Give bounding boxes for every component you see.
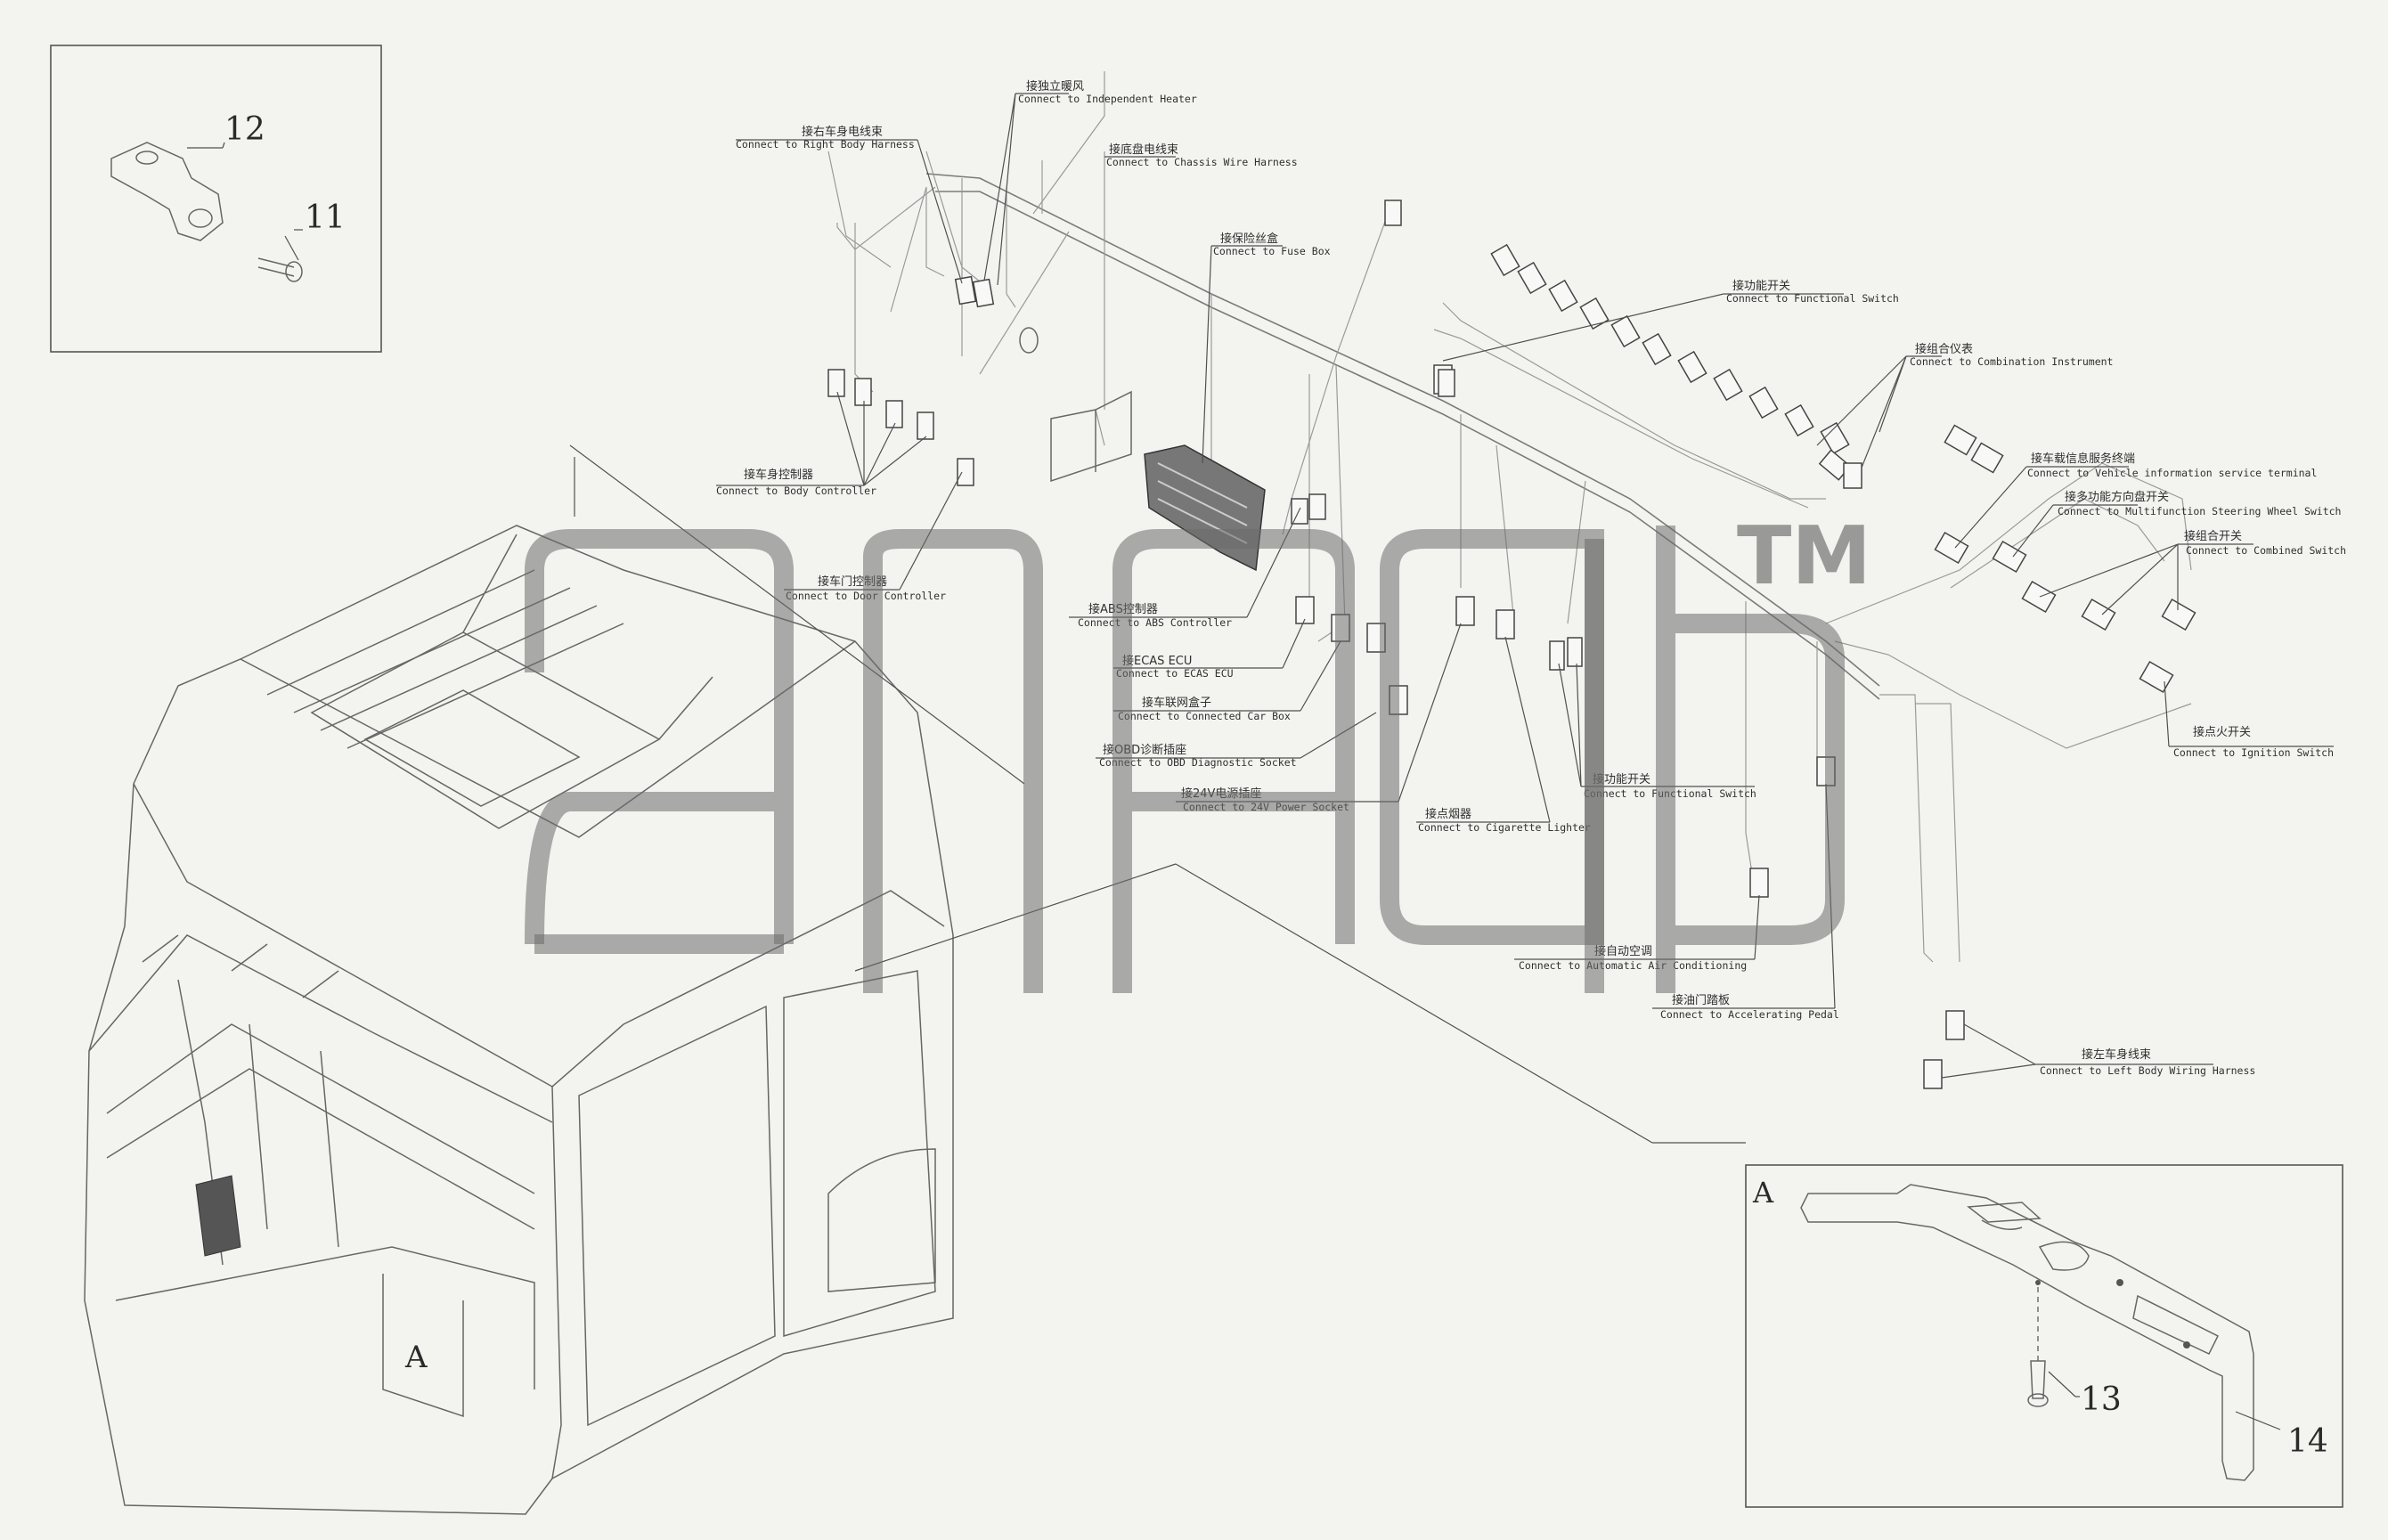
label-functional-switch-top-cn: 接功能开关 <box>1732 279 1790 293</box>
label-combined-switch-en: Connect to Combined Switch <box>2186 544 2346 557</box>
bracket-14-shape <box>1800 1184 2254 1481</box>
label-chassis-harness-en: Connect to Chassis Wire Harness <box>1106 156 1298 168</box>
label-right-body-harness-en: Connect to Right Body Harness <box>736 138 915 151</box>
connectors <box>827 200 2196 1089</box>
label-ignition-switch-en: Connect to Ignition Switch <box>2173 746 2334 759</box>
label-independent-heater-cn: 接独立暖风 <box>1026 79 1084 94</box>
label-car-box-cn: 接车联网盒子 <box>1142 696 1211 710</box>
label-fuse-box-en: Connect to Fuse Box <box>1213 245 1331 257</box>
detail-box-a: A 13 14 <box>1745 1164 2343 1508</box>
bolt-11-head <box>285 261 303 282</box>
label-car-box-en: Connect to Connected Car Box <box>1118 710 1291 722</box>
label-body-controller-en: Connect to Body Controller <box>716 485 876 497</box>
label-functional-switch-top-en: Connect to Functional Switch <box>1726 292 1899 305</box>
label-left-body-harness-cn: 接左车身线束 <box>2082 1047 2151 1062</box>
label-steering-switch-cn: 接多功能方向盘开关 <box>2065 490 2169 504</box>
label-functional-switch-mid-cn: 接功能开关 <box>1593 772 1650 786</box>
callout-13: 13 <box>2081 1381 2122 1418</box>
label-accelerating-pedal-cn: 接油门踏板 <box>1672 993 1730 1007</box>
watermark-logo: TM <box>525 509 1871 993</box>
label-right-body-harness-cn: 接右车身电线束 <box>802 125 883 139</box>
label-obd-en: Connect to OBD Diagnostic Socket <box>1099 756 1297 769</box>
callout-11: 11 <box>305 200 346 236</box>
label-chassis-harness-cn: 接底盘电线束 <box>1109 143 1178 157</box>
label-combination-instrument-en: Connect to Combination Instrument <box>1910 355 2113 368</box>
label-ecas-en: Connect to ECAS ECU <box>1116 667 1234 680</box>
watermark-tm: TM <box>1737 509 1871 603</box>
bracket-12-shape <box>110 142 224 241</box>
label-left-body-harness-en: Connect to Left Body Wiring Harness <box>2040 1064 2255 1077</box>
label-ignition-switch-cn: 接点火开关 <box>2193 725 2251 739</box>
bolt-13-shank <box>2030 1360 2046 1399</box>
label-independent-heater-en: Connect to Independent Heater <box>1018 93 1197 105</box>
label-air-conditioning-cn: 接自动空调 <box>1594 944 1652 958</box>
label-steering-switch-en: Connect to Multifunction Steering Wheel … <box>2058 505 2342 517</box>
label-telematics-cn: 接车载信息服务终端 <box>2031 452 2135 466</box>
bolt-11-shank <box>257 257 295 277</box>
callout-14: 14 <box>2287 1423 2328 1460</box>
label-telematics-en: Connect to Vehicle information service t… <box>2027 467 2317 479</box>
label-air-conditioning-en: Connect to Automatic Air Conditioning <box>1519 959 1747 972</box>
label-ecas-cn: 接ECAS ECU <box>1122 654 1192 668</box>
view-a-label: A <box>404 1340 428 1375</box>
detail-a-label: A <box>1752 1176 1774 1210</box>
label-accelerating-pedal-en: Connect to Accelerating Pedal <box>1660 1008 1839 1021</box>
bolt-13-head <box>2027 1393 2049 1407</box>
label-cigarette-lighter-en: Connect to Cigarette Lighter <box>1418 821 1591 834</box>
label-combined-switch-cn: 接组合开关 <box>2184 529 2242 543</box>
label-body-controller-cn: 接车身控制器 <box>744 468 813 482</box>
callout-12: 12 <box>224 111 265 148</box>
label-abs-controller-en: Connect to ABS Controller <box>1078 616 1232 629</box>
label-cigarette-lighter-cn: 接点烟器 <box>1425 807 1471 821</box>
detail-box-bracket: 12 11 <box>50 45 382 353</box>
cab-fuse-box <box>195 1175 241 1257</box>
truck-cab: A <box>84 444 1746 1515</box>
label-fuse-box-cn: 接保险丝盒 <box>1220 232 1278 246</box>
label-combination-instrument-cn: 接组合仪表 <box>1915 342 1973 356</box>
